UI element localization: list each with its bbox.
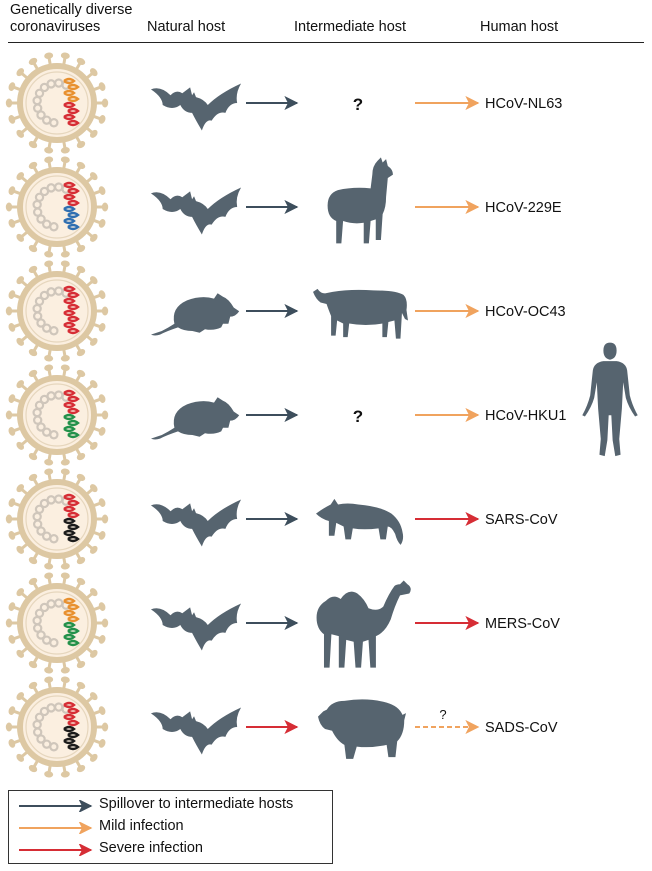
camel-icon (316, 580, 411, 668)
coronavirus-icon (5, 52, 109, 154)
bat-icon (150, 83, 242, 131)
legend-arrow-severe (19, 844, 93, 856)
alpaca-icon (327, 157, 393, 244)
legend: Spillover to intermediate hosts Mild inf… (8, 790, 333, 864)
coronavirus-icon (5, 260, 109, 362)
pig-icon (318, 699, 406, 759)
legend-label-severe: Severe infection (99, 840, 203, 856)
virus-label: HCoV-229E (485, 200, 562, 216)
unknown-host-mark: ? (353, 407, 363, 426)
coronavirus-icon (5, 676, 109, 778)
header-intermediate-host: Intermediate host (294, 19, 407, 35)
human-icon (582, 342, 638, 457)
legend-arrow-spillover (19, 800, 93, 812)
header-human-host: Human host (480, 19, 559, 35)
rodent-icon (151, 293, 240, 336)
cattle-icon (313, 288, 408, 339)
coronavirus-icon (5, 572, 109, 674)
legend-arrow-mild (19, 822, 93, 834)
virus-label: HCoV-OC43 (485, 304, 566, 320)
uncertain-transmission-mark: ? (439, 707, 446, 722)
virus-label: MERS-CoV (485, 616, 560, 632)
bat-icon (150, 603, 242, 651)
header-natural-host: Natural host (147, 19, 226, 35)
header-coronaviruses: Genetically diverse coronaviruses (10, 2, 133, 35)
virus-label: SADS-CoV (485, 720, 558, 736)
bat-icon (150, 499, 242, 547)
header-divider (8, 42, 644, 43)
virus-label: HCoV-NL63 (485, 96, 562, 112)
coronavirus-icon (5, 156, 109, 258)
unknown-host-mark: ? (353, 95, 363, 114)
legend-label-mild: Mild infection (99, 818, 184, 834)
coronavirus-icon (5, 468, 109, 570)
legend-label-spillover: Spillover to intermediate hosts (99, 796, 294, 812)
coronavirus-icon (5, 364, 109, 466)
rodent-icon (151, 397, 240, 440)
civet-icon (316, 498, 404, 545)
bat-icon (150, 707, 242, 755)
bat-icon (150, 187, 242, 235)
virus-label: SARS-CoV (485, 512, 558, 528)
virus-label: HCoV-HKU1 (485, 408, 566, 424)
